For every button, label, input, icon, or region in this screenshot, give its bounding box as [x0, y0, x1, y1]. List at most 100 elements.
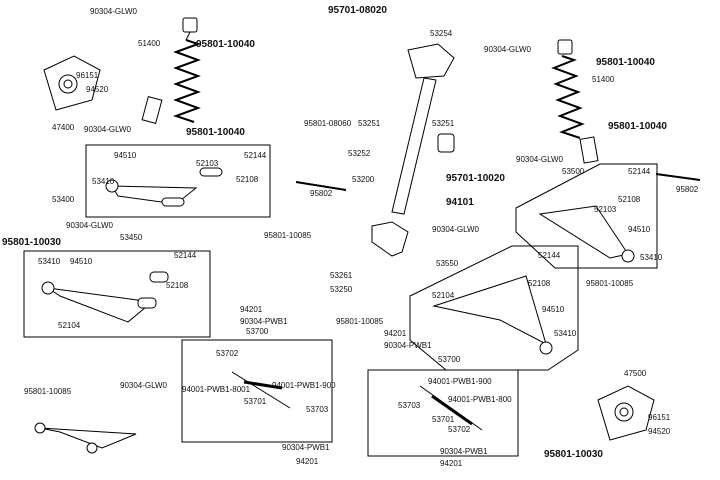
part-label: 53702 — [448, 425, 471, 434]
part-label: 51400 — [592, 75, 615, 84]
part-label: 95802 — [310, 189, 333, 198]
part-label: 53251 — [358, 119, 381, 128]
group-box-53400 — [85, 144, 271, 218]
part-label: 53410 — [92, 177, 115, 186]
part-label: 53252 — [348, 149, 371, 158]
part-label: 53450 — [120, 233, 143, 242]
part-label: 94201 — [240, 305, 263, 314]
part-label: 90304-GLW0 — [66, 221, 113, 230]
a-arm-upper-left — [105, 167, 223, 207]
group-box-53550 — [409, 245, 579, 371]
part-label: 90304-GLW0 — [516, 155, 563, 164]
part-label: 95801-10085 — [586, 279, 634, 288]
part-label: 53701 — [432, 415, 455, 424]
part-label: 95801-10085 — [264, 231, 312, 240]
group-box-53500 — [515, 163, 658, 269]
bolt-95802-right — [655, 173, 701, 181]
part-label: 95801-10030 — [544, 449, 603, 460]
part-label: 95801-10040 — [196, 39, 255, 50]
part-label: 53701 — [244, 397, 267, 406]
part-label: 95801-10085 — [24, 387, 72, 396]
part-label: 94510 — [70, 257, 93, 266]
part-label: 94001-PWB1-800 — [448, 395, 512, 404]
part-label: 53702 — [216, 349, 239, 358]
part-label: 52144 — [174, 251, 197, 260]
part-label: 95802 — [676, 185, 699, 194]
part-label: 95801-10040 — [186, 127, 245, 138]
part-label: 52104 — [432, 291, 455, 300]
part-label: 96151 — [76, 71, 99, 80]
part-label: 94510 — [114, 151, 137, 160]
part-label: 95801-08060 — [304, 119, 352, 128]
a-arm-lower-left — [41, 271, 169, 323]
part-label: 53700 — [246, 327, 269, 336]
part-label: 94001-PWB1-8001 — [182, 385, 251, 394]
part-label: 94510 — [628, 225, 651, 234]
group-box-53700-left — [181, 339, 333, 443]
part-label: 52144 — [628, 167, 651, 176]
part-label: 90304-PWB1 — [440, 447, 488, 456]
part-label: 52144 — [244, 151, 267, 160]
part-label: 51400 — [138, 39, 161, 48]
part-label: 94201 — [384, 329, 407, 338]
bolt-95802-left — [295, 181, 347, 191]
part-label: 47400 — [52, 123, 75, 132]
part-label: 52108 — [166, 281, 189, 290]
part-label: 90304-GLW0 — [484, 45, 531, 54]
tie-rod-left — [231, 371, 291, 409]
a-arm-lower-right — [432, 275, 553, 355]
part-label: 95801-10040 — [596, 57, 655, 68]
steering-column — [371, 43, 455, 257]
part-label: 53703 — [306, 405, 329, 414]
part-label: 53703 — [398, 401, 421, 410]
part-label: 90304-PWB1 — [384, 341, 432, 350]
part-label: 52104 — [58, 321, 81, 330]
part-label: 47500 — [624, 369, 647, 378]
part-label: 94101 — [446, 197, 474, 208]
part-label: 53254 — [430, 29, 453, 38]
part-label: 53250 — [330, 285, 353, 294]
part-label: 90304-GLW0 — [120, 381, 167, 390]
part-label: 52108 — [236, 175, 259, 184]
shock-absorber-left — [141, 17, 202, 125]
part-label: 95701-08020 — [328, 5, 387, 16]
part-label: 53200 — [352, 175, 375, 184]
part-label: 90304-PWB1 — [282, 443, 330, 452]
part-label: 96151 — [648, 413, 671, 422]
part-label: 90304-GLW0 — [84, 125, 131, 134]
part-label: 94520 — [648, 427, 671, 436]
part-label: 95801-10030 — [2, 237, 61, 248]
part-label: 90304-PWB1 — [240, 317, 288, 326]
a-arm-upper-right — [538, 205, 635, 263]
part-label: 52144 — [538, 251, 561, 260]
part-label: 53400 — [52, 195, 75, 204]
part-label: 53700 — [438, 355, 461, 364]
part-label: 52103 — [594, 205, 617, 214]
part-label: 94001-PWB1-900 — [272, 381, 336, 390]
part-label: 53410 — [640, 253, 663, 262]
a-arm-bottom-left — [34, 422, 137, 454]
part-label: 90304-GLW0 — [432, 225, 479, 234]
knuckle-right — [597, 385, 655, 441]
part-label: 94520 — [86, 85, 109, 94]
knuckle-left — [43, 55, 101, 111]
part-label: 95801-10040 — [608, 121, 667, 132]
group-box-53450 — [23, 250, 211, 338]
part-label: 53410 — [38, 257, 61, 266]
part-label: 95701-10020 — [446, 173, 505, 184]
part-label: 53550 — [436, 259, 459, 268]
part-label: 53500 — [562, 167, 585, 176]
part-label: 52108 — [528, 279, 551, 288]
part-label: 53251 — [432, 119, 455, 128]
part-label: 53261 — [330, 271, 353, 280]
part-label: 95801-10085 — [336, 317, 384, 326]
part-label: 90304-GLW0 — [90, 7, 137, 16]
part-label: 94201 — [440, 459, 463, 468]
part-label: 52108 — [618, 195, 641, 204]
part-label: 52103 — [196, 159, 219, 168]
group-box-53700-right — [367, 369, 519, 457]
part-label: 94001-PWB1-900 — [428, 377, 492, 386]
part-label: 94201 — [296, 457, 319, 466]
